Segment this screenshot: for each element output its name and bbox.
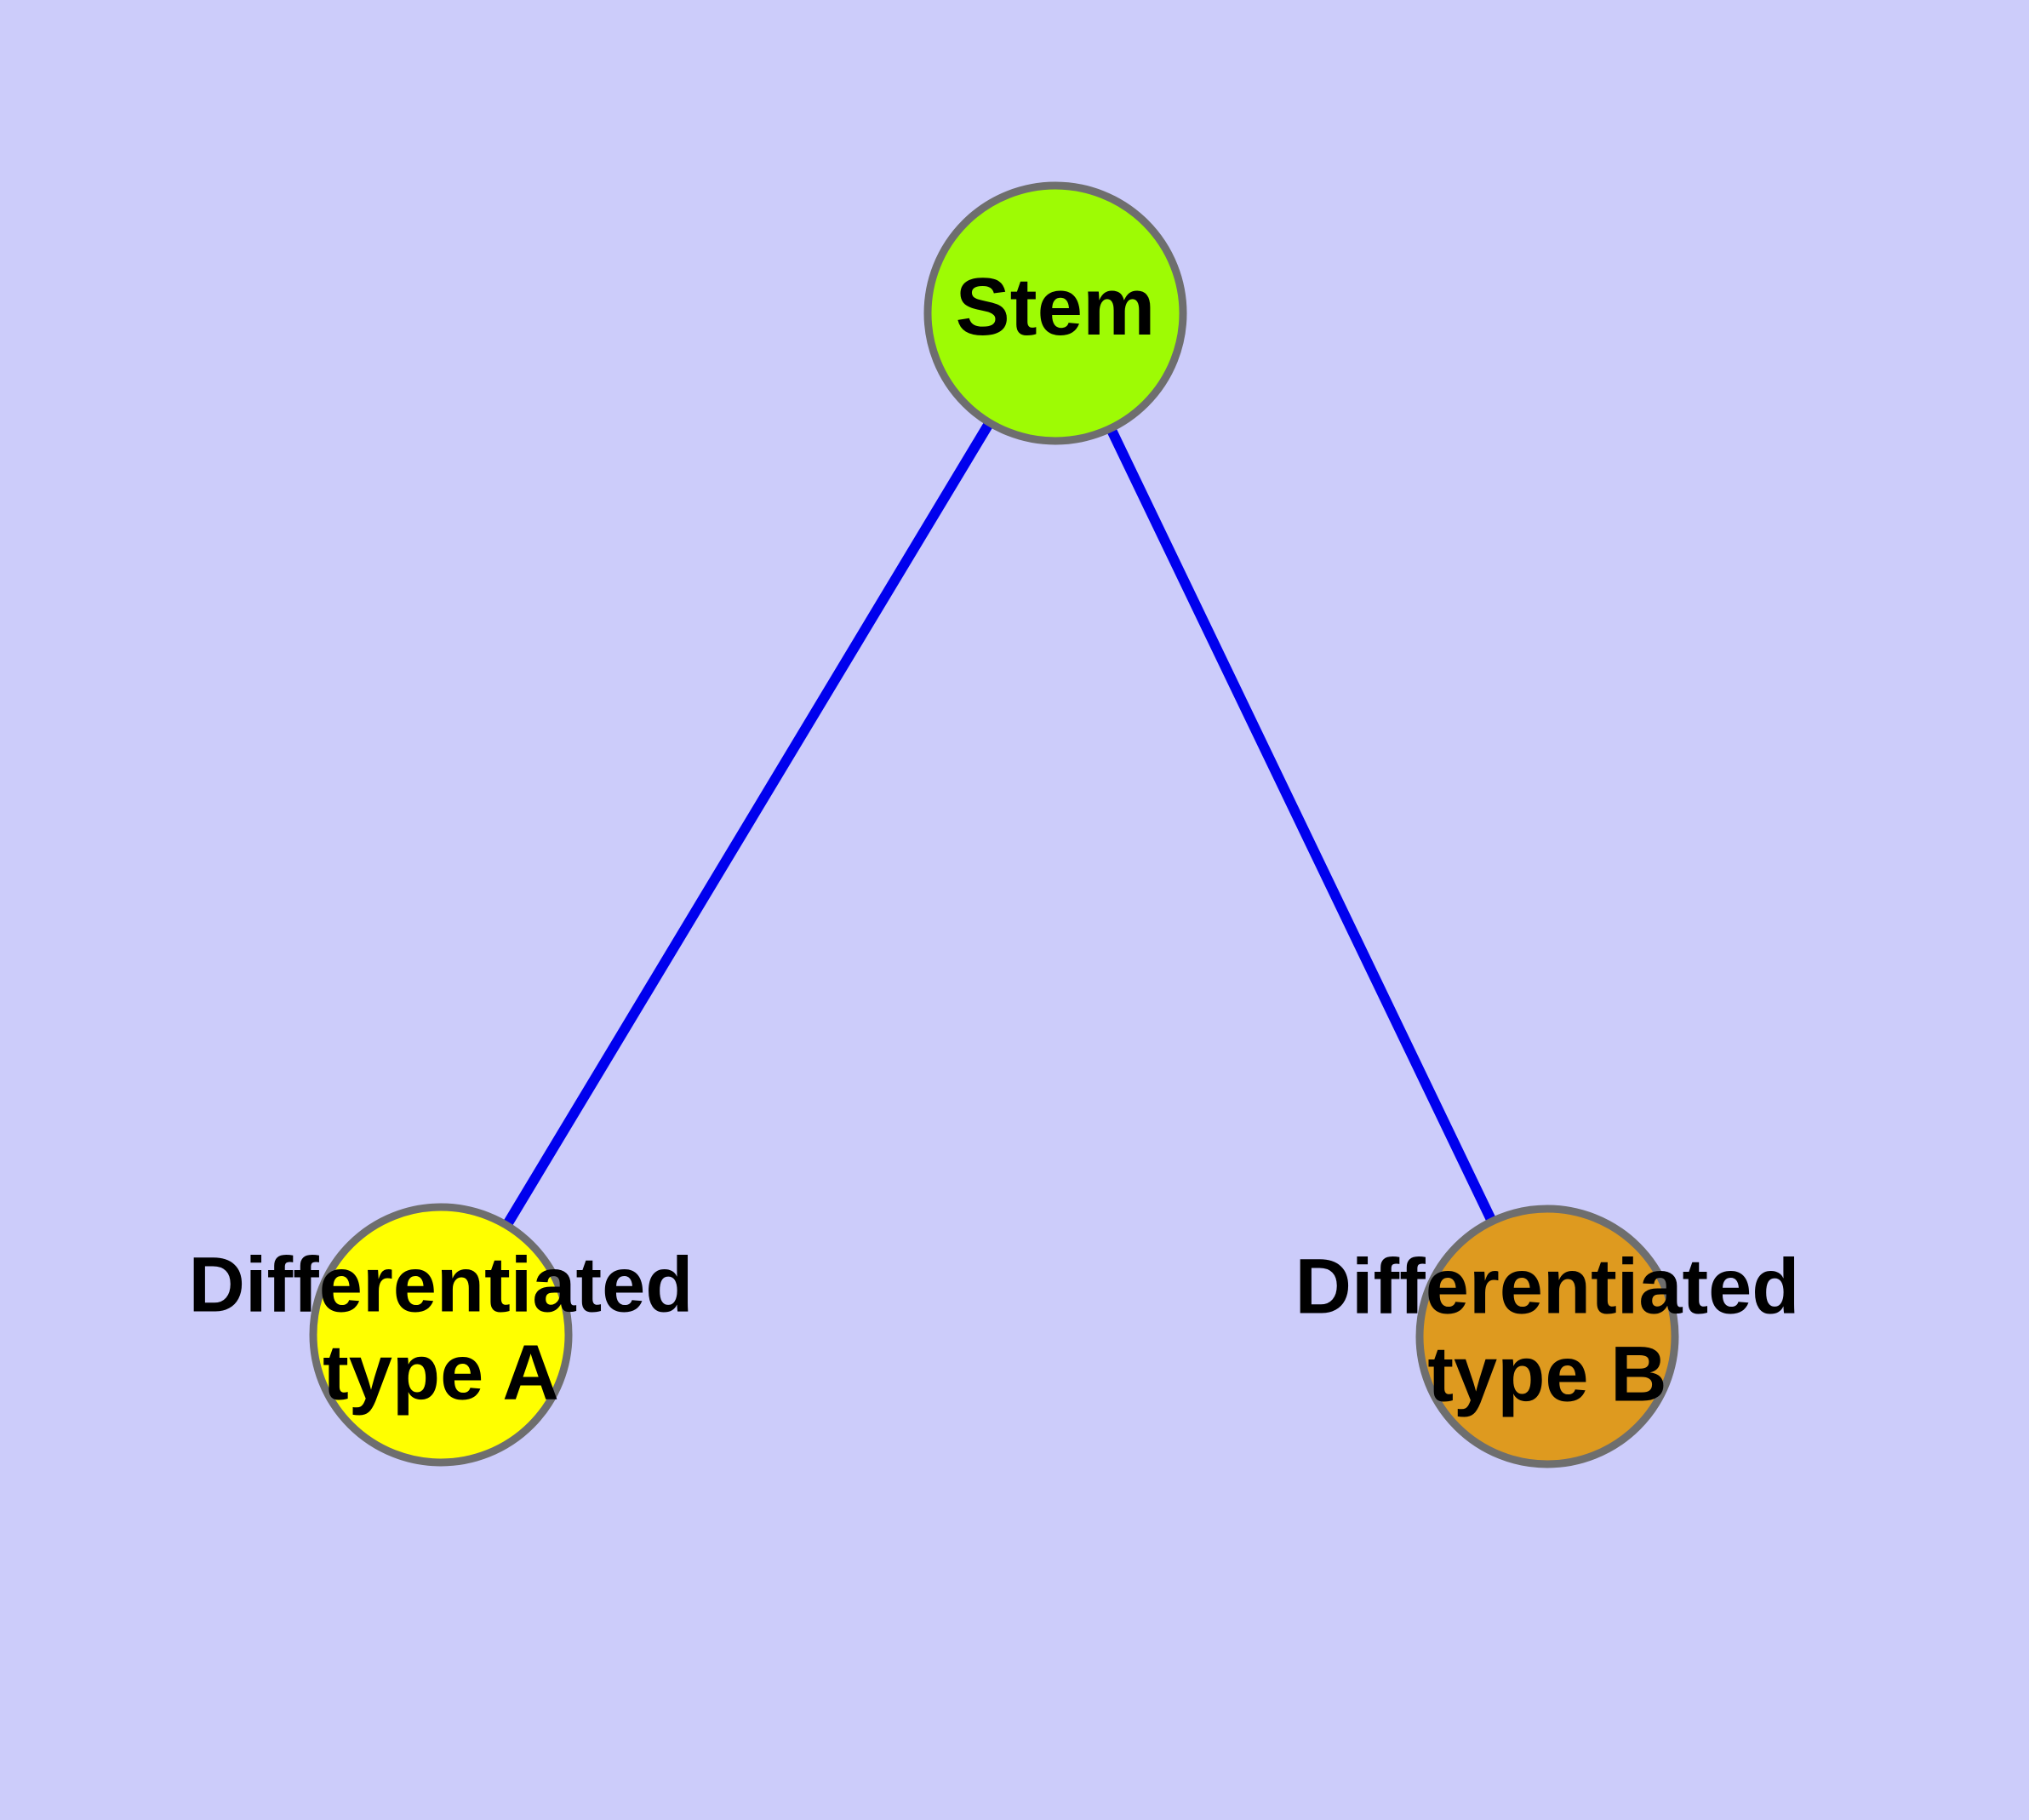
node-diff_a[interactable] <box>309 1203 573 1467</box>
edge-stem-to-b <box>1050 311 1552 1339</box>
edge-stem-to-a <box>436 310 1060 1338</box>
node-label-line: Stem <box>956 261 1156 352</box>
node-stem[interactable] <box>923 181 1187 445</box>
node-label-line: type B <box>1427 1331 1666 1418</box>
nodes-layer <box>309 181 1679 1468</box>
node-label-line: type A <box>323 1330 559 1417</box>
edges-layer <box>436 310 1552 1339</box>
node-label-line: Differentiated <box>189 1242 694 1329</box>
node-label-line: Differentiated <box>1295 1244 1800 1331</box>
node-label-stem: Stem <box>956 261 1156 352</box>
node-diff_b[interactable] <box>1415 1205 1679 1468</box>
